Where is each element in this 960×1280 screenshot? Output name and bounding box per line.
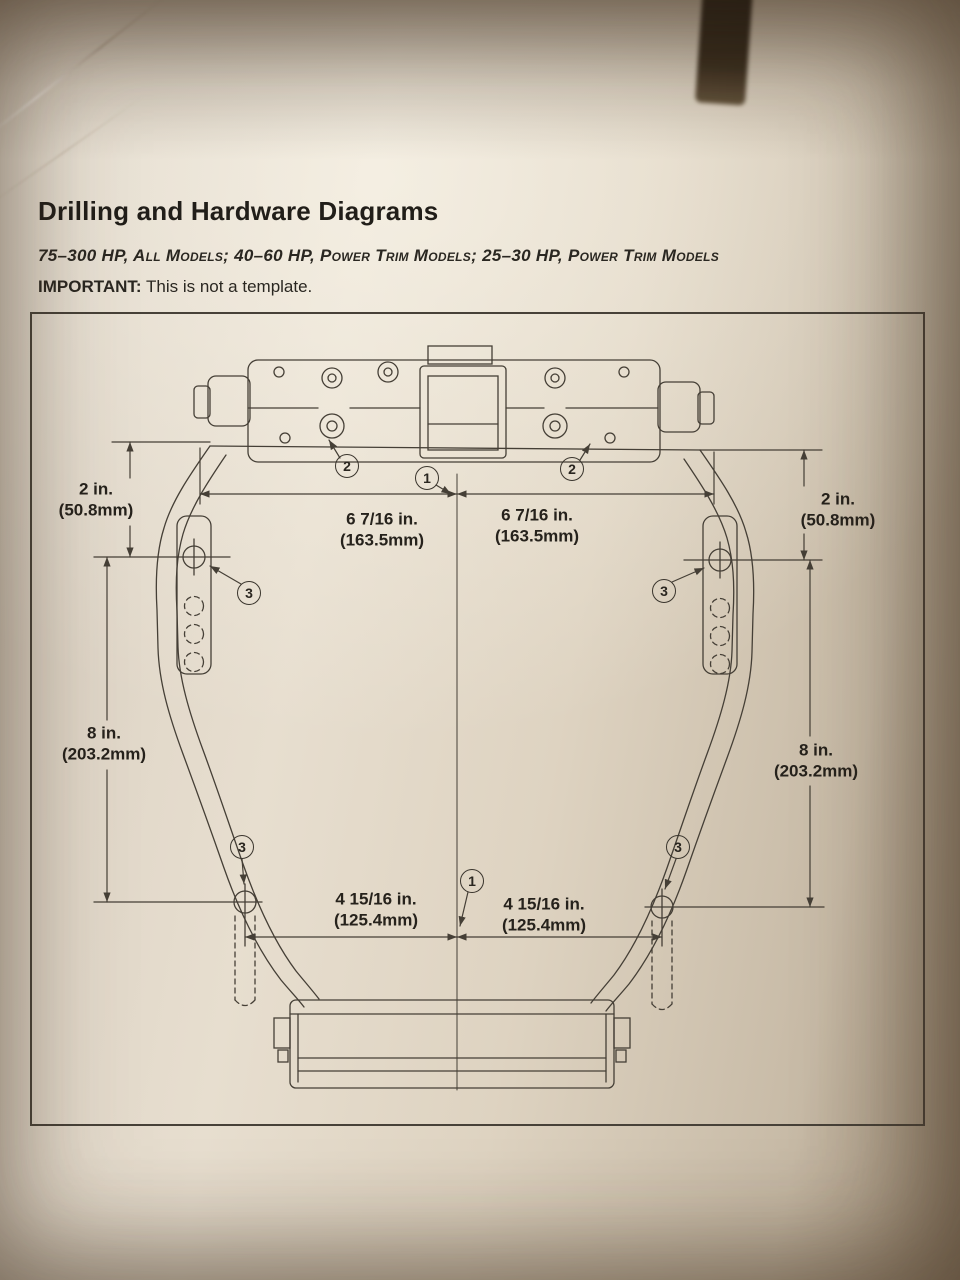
- page-title: Drilling and Hardware Diagrams: [38, 196, 439, 226]
- dim-inches: 4 15/16 in.: [335, 889, 417, 909]
- dim-mm: (125.4mm): [501, 915, 587, 934]
- dim-mm: (203.2mm): [773, 761, 859, 780]
- dim-center-right: 6 7/16 in. (163.5mm): [495, 505, 579, 546]
- callout-1-top: 1: [415, 466, 439, 490]
- dimension-lines: [103, 441, 823, 941]
- dim-inches: 6 7/16 in.: [501, 505, 573, 525]
- dim-top-right-offset: 2 in. (50.8mm): [801, 489, 876, 530]
- drilling-holes: [93, 538, 825, 947]
- callout-3-upper-right: 3: [652, 579, 676, 603]
- important-note: IMPORTANT: This is not a template.: [38, 277, 312, 297]
- bottom-clamp-plate: [273, 999, 631, 1089]
- photo-shadow-top: [0, 0, 960, 160]
- dim-inches: 6 7/16 in.: [346, 509, 418, 529]
- dim-bottom-right: 4 15/16 in. (125.4mm): [502, 894, 586, 935]
- dim-center-left: 6 7/16 in. (163.5mm): [340, 509, 424, 550]
- swivel-bracket-assembly: [193, 345, 715, 463]
- dim-mm: (163.5mm): [339, 530, 425, 549]
- dim-top-left-offset: 2 in. (50.8mm): [59, 479, 134, 520]
- drilling-diagram: [93, 345, 825, 1091]
- dim-mm: (50.8mm): [58, 500, 134, 519]
- transom-bracket-outline: [155, 445, 755, 1012]
- dim-inches: 2 in.: [78, 479, 114, 499]
- models-subtitle: 75–300 HP, All Models; 40–60 HP, Power T…: [38, 246, 720, 265]
- dim-side-left: 8 in. (203.2mm): [62, 723, 146, 764]
- callout-leaders: [209, 439, 705, 927]
- dim-mm: (125.4mm): [333, 910, 419, 929]
- diagram-frame: 2 in. (50.8mm) 2 in. (50.8mm) 6 7/16 in.…: [30, 312, 925, 1126]
- important-label: IMPORTANT:: [38, 277, 142, 296]
- dim-mm: (50.8mm): [800, 510, 876, 529]
- dim-side-right: 8 in. (203.2mm): [774, 740, 858, 781]
- callout-3-upper-left: 3: [237, 581, 261, 605]
- dim-mm: (203.2mm): [61, 744, 147, 763]
- callout-3-lower-left: 3: [230, 835, 254, 859]
- callout-2-right: 2: [560, 457, 584, 481]
- dim-inches: 8 in.: [798, 740, 834, 760]
- callout-3-lower-right: 3: [666, 835, 690, 859]
- dim-bottom-left: 4 15/16 in. (125.4mm): [334, 889, 418, 930]
- callout-1-bottom: 1: [460, 869, 484, 893]
- important-text: This is not a template.: [145, 277, 313, 296]
- callout-2-left: 2: [335, 454, 359, 478]
- dim-inches: 8 in.: [86, 723, 122, 743]
- dim-mm: (163.5mm): [494, 526, 580, 545]
- dim-inches: 2 in.: [820, 489, 856, 509]
- dim-inches: 4 15/16 in.: [503, 894, 585, 914]
